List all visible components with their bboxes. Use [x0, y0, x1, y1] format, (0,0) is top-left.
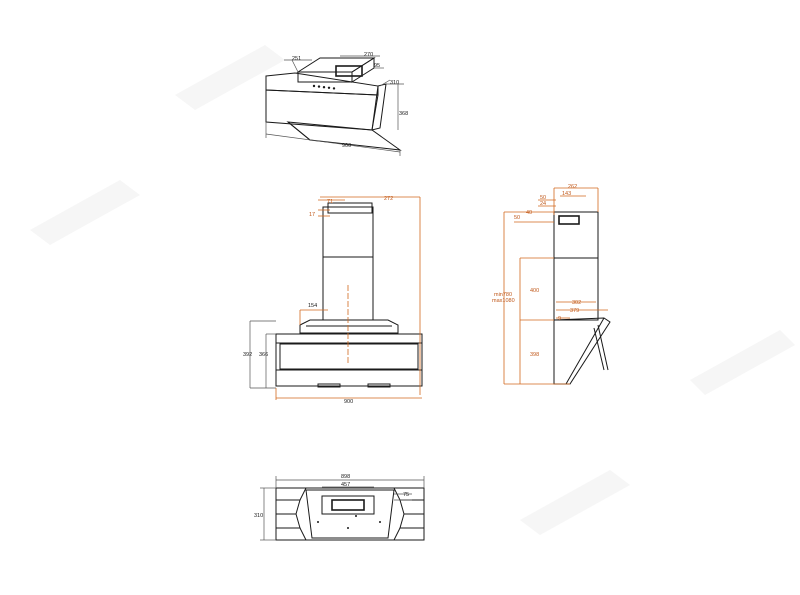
dim-total-h: 392 — [243, 352, 252, 358]
dim-top-inner: 143 — [562, 191, 571, 197]
dim-mid2: 379 — [570, 308, 579, 314]
dim-top-width: 270 — [364, 52, 373, 58]
dim-depth: 310 — [254, 513, 263, 519]
dim-width: 900 — [342, 143, 351, 149]
dim-mid1: 302 — [572, 300, 581, 306]
dim-width: 900 — [344, 399, 353, 405]
bottom-view: 898 457 75 310 — [254, 474, 425, 541]
dim-body-h: 398 — [530, 352, 539, 358]
dim-side: 310 — [390, 80, 399, 86]
dim-a: 50 — [540, 195, 546, 201]
dim-top-depth: 262 — [568, 184, 577, 190]
dim-d: 50 — [514, 215, 520, 221]
dim-top-small: 95 — [374, 63, 380, 69]
perspective-view: 251 270 95 310 368 900 — [265, 52, 408, 156]
dim-small: 75 — [403, 492, 409, 498]
dim-panel-h: 366 — [259, 352, 268, 358]
dim-top-right: 272 — [384, 196, 393, 202]
dim-b: 24 — [540, 201, 546, 207]
dim-top-left: 71 — [327, 199, 333, 205]
dim-width: 898 — [341, 474, 350, 480]
dim-range-max: max1080 — [492, 298, 515, 304]
dim-range-min: min780 — [494, 292, 512, 298]
front-view: 71 272 17 154 392 366 900 — [243, 196, 423, 405]
dim-chimney-h: 400 — [530, 288, 539, 294]
dim-height: 368 — [399, 111, 408, 117]
dim-top-small: 17 — [309, 212, 315, 218]
watermark — [30, 45, 795, 535]
dim-motor: 154 — [308, 303, 317, 309]
dim-c: 40 — [526, 210, 532, 216]
dim-inner: 457 — [341, 482, 350, 488]
dim-top-depth: 251 — [292, 56, 301, 62]
dim-small: 9 — [558, 316, 561, 322]
side-view: 262 143 50 24 40 50 400 min780 max1080 3… — [492, 184, 611, 385]
